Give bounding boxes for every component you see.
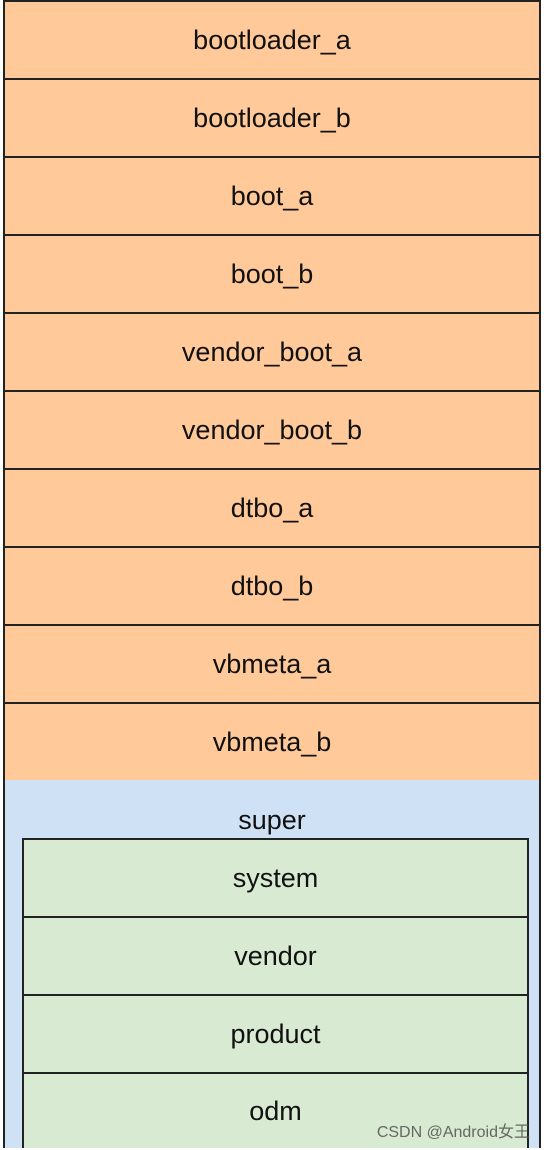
partition-bootloader-a: bootloader_a bbox=[5, 2, 539, 80]
subpartition-odm: odm bbox=[24, 1074, 527, 1148]
partition-vbmeta-b: vbmeta_b bbox=[5, 704, 539, 782]
subpartition-vendor: vendor bbox=[24, 918, 527, 996]
partition-vendor-boot-a: vendor_boot_a bbox=[5, 314, 539, 392]
partition-layout-diagram: bootloader_a bootloader_b boot_a boot_b … bbox=[3, 0, 541, 1148]
partition-dtbo-b: dtbo_b bbox=[5, 548, 539, 626]
super-partition-label: super bbox=[238, 805, 306, 835]
super-partition: super system vendor product odm bbox=[5, 780, 539, 1148]
partition-vendor-boot-b: vendor_boot_b bbox=[5, 392, 539, 470]
partition-boot-a: boot_a bbox=[5, 158, 539, 236]
subpartition-product: product bbox=[24, 996, 527, 1074]
partition-bootloader-b: bootloader_b bbox=[5, 80, 539, 158]
partition-dtbo-a: dtbo_a bbox=[5, 470, 539, 548]
subpartition-system: system bbox=[24, 840, 527, 918]
partition-vbmeta-a: vbmeta_a bbox=[5, 626, 539, 704]
super-subpartition-list: system vendor product odm bbox=[22, 838, 529, 1148]
csdn-watermark: CSDN @Android女王 bbox=[376, 1124, 530, 1141]
partition-boot-b: boot_b bbox=[5, 236, 539, 314]
